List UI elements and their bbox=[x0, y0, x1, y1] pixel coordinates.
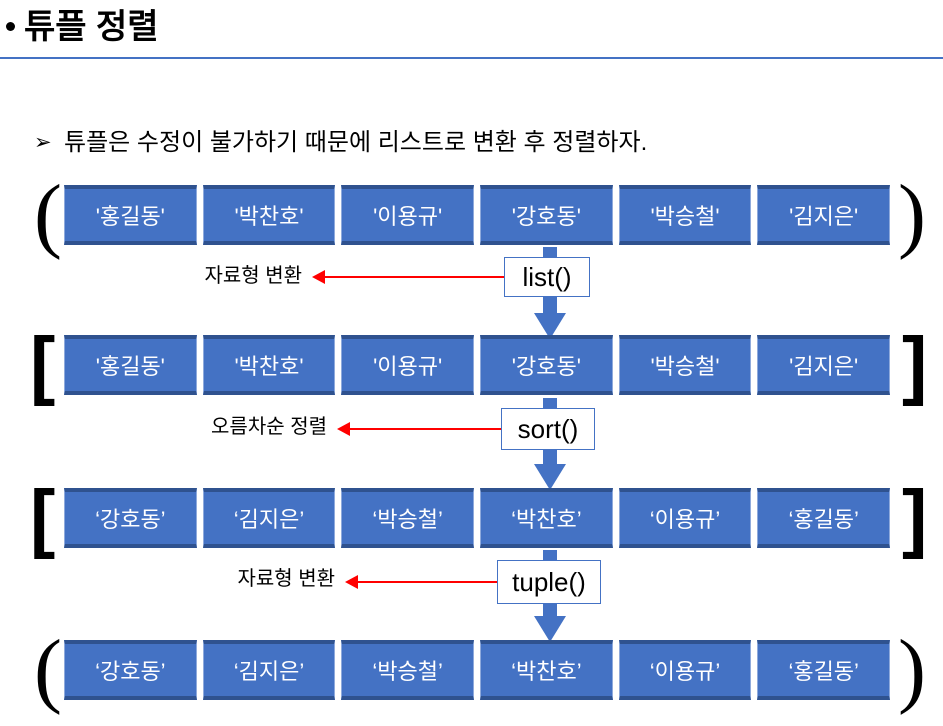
page-title: 튜플 정렬 bbox=[24, 8, 159, 46]
close-square-bracket: ] bbox=[902, 322, 928, 407]
cell-group: ‘강호동’ ‘김지은’ ‘박승철’ ‘박찬호’ ‘이용규’ ‘홍길동’ bbox=[64, 640, 891, 700]
sequence-row-tuple-original: ( '홍길동' '박찬호' '이용규' '강호동' '박승철' '김지은' ) bbox=[0, 173, 943, 257]
list-item: '강호동' bbox=[480, 185, 613, 245]
list-item: ‘강호동’ bbox=[64, 640, 197, 700]
cell-group: '홍길동' '박찬호' '이용규' '강호동' '박승철' '김지은' bbox=[64, 335, 891, 395]
slide-header: 튜플 정렬 bbox=[0, 0, 943, 62]
close-paren-bracket: ) bbox=[898, 623, 926, 716]
red-arrow-line bbox=[348, 428, 501, 430]
list-item: ‘홍길동’ bbox=[757, 640, 891, 700]
open-square-bracket: [ bbox=[30, 322, 56, 407]
blue-arrow-head-icon bbox=[534, 464, 566, 490]
list-item: '박승철' bbox=[618, 335, 752, 395]
step-label: 자료형 변환 bbox=[204, 265, 302, 287]
list-item: '홍길동' bbox=[64, 185, 197, 245]
function-box-list: list() bbox=[504, 257, 590, 297]
open-square-bracket: [ bbox=[30, 475, 56, 560]
open-paren-bracket: ( bbox=[34, 168, 62, 261]
cell-group: ‘강호동’ ‘김지은’ ‘박승철’ ‘박찬호’ ‘이용규’ ‘홍길동’ bbox=[64, 488, 891, 548]
list-item: '김지은' bbox=[757, 185, 891, 245]
list-item: '이용규' bbox=[341, 335, 475, 395]
list-item: '이용규' bbox=[341, 185, 475, 245]
list-item: ‘박찬호’ bbox=[480, 640, 613, 700]
title-bullet-icon bbox=[6, 22, 15, 31]
title-divider bbox=[0, 57, 943, 59]
blue-arrow-head-icon bbox=[534, 313, 566, 339]
red-arrow-head-icon bbox=[312, 270, 325, 284]
function-box-tuple: tuple() bbox=[497, 560, 601, 604]
close-paren-bracket: ) bbox=[898, 168, 926, 261]
list-item: ‘김지은’ bbox=[202, 488, 336, 548]
red-left-arrow-icon bbox=[312, 269, 504, 285]
step-band-list: 자료형 변환 list() bbox=[0, 247, 943, 339]
list-item: ‘박찬호’ bbox=[480, 488, 613, 548]
blue-arrow-head-icon bbox=[534, 616, 566, 642]
step-label: 오름차순 정렬 bbox=[211, 416, 327, 438]
cell-group: '홍길동' '박찬호' '이용규' '강호동' '박승철' '김지은' bbox=[64, 185, 891, 245]
arrow-bullet-icon: ➢ bbox=[34, 131, 52, 154]
red-arrow-line bbox=[356, 581, 497, 583]
red-left-arrow-icon bbox=[345, 574, 497, 590]
list-item: '박찬호' bbox=[202, 335, 336, 395]
sequence-row-tuple-sorted: ( ‘강호동’ ‘김지은’ ‘박승철’ ‘박찬호’ ‘이용규’ ‘홍길동’ ) bbox=[0, 628, 943, 712]
red-arrow-head-icon bbox=[337, 422, 350, 436]
step-band-tuple: 자료형 변환 tuple() bbox=[0, 550, 943, 642]
list-item: ‘박승철’ bbox=[341, 640, 475, 700]
list-item: ‘김지은’ bbox=[202, 640, 336, 700]
sequence-row-list-sorted: [ ‘강호동’ ‘김지은’ ‘박승철’ ‘박찬호’ ‘이용규’ ‘홍길동’ ] bbox=[0, 480, 943, 556]
subtitle-text: 튜플은 수정이 불가하기 때문에 리스트로 변환 후 정렬하자. bbox=[64, 129, 648, 156]
red-arrow-line bbox=[323, 276, 504, 278]
list-item: ‘박승철’ bbox=[341, 488, 475, 548]
list-item: '홍길동' bbox=[64, 335, 197, 395]
step-band-sort: 오름차순 정렬 sort() bbox=[0, 398, 943, 490]
function-box-sort: sort() bbox=[501, 408, 595, 450]
red-arrow-head-icon bbox=[345, 575, 358, 589]
list-item: ‘이용규’ bbox=[618, 640, 752, 700]
list-item: '박찬호' bbox=[202, 185, 336, 245]
list-item: ‘이용규’ bbox=[618, 488, 752, 548]
close-square-bracket: ] bbox=[902, 475, 928, 560]
list-item: ‘홍길동’ bbox=[757, 488, 891, 548]
list-item: '김지은' bbox=[757, 335, 891, 395]
sequence-row-list-converted: [ '홍길동' '박찬호' '이용규' '강호동' '박승철' '김지은' ] bbox=[0, 327, 943, 403]
list-item: '강호동' bbox=[480, 335, 613, 395]
step-label: 자료형 변환 bbox=[237, 568, 335, 590]
red-left-arrow-icon bbox=[337, 421, 501, 437]
list-item: '박승철' bbox=[618, 185, 752, 245]
list-item: ‘강호동’ bbox=[64, 488, 197, 548]
open-paren-bracket: ( bbox=[34, 623, 62, 716]
